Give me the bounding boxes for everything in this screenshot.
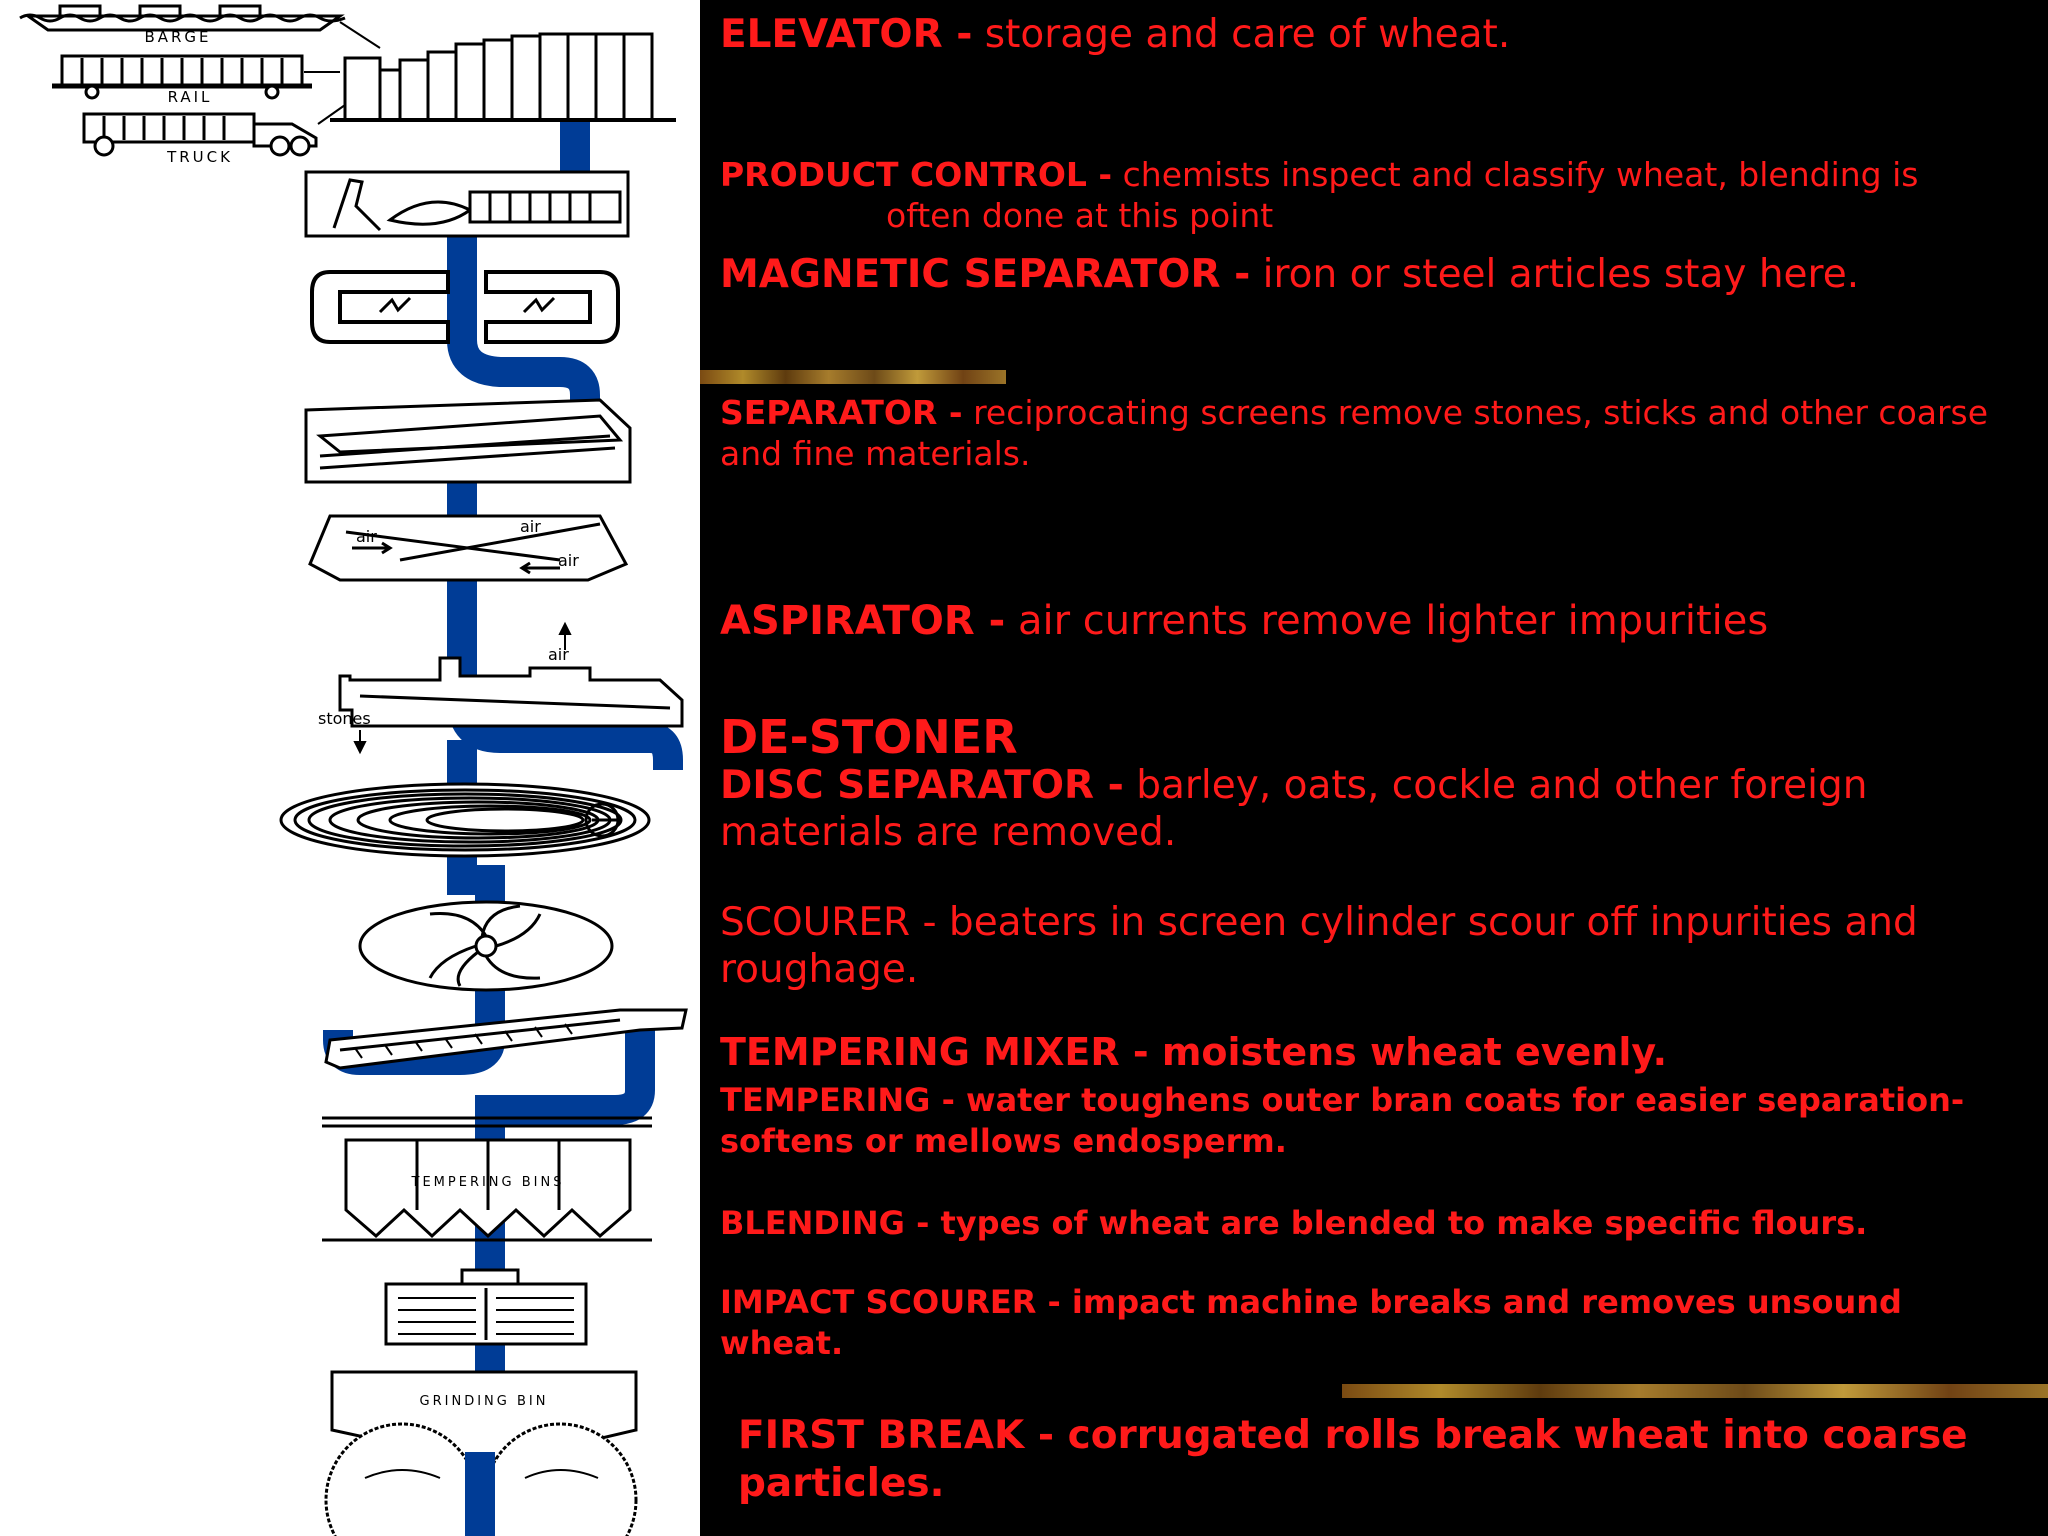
air-up-arrow-icon <box>558 621 572 650</box>
flow-pipe-bottom <box>465 1452 495 1536</box>
tempering-bins-label: TEMPERING BINS <box>411 1175 565 1190</box>
product-control-lab-icon <box>304 170 630 238</box>
decorative-bar-top <box>700 370 1006 384</box>
de-stoner-icon <box>338 656 684 728</box>
step-elevator: ELEVATOR - storage and care of wheat. <box>720 12 1511 57</box>
step-scourer: SCOURER - beaters in screen cylinder sco… <box>720 900 1918 992</box>
step-separator: SEPARATOR - reciprocating screens remove… <box>720 393 1989 473</box>
step-tempering: TEMPERING - water toughens outer bran co… <box>720 1081 1965 1160</box>
step-blending: BLENDING - types of wheat are blended to… <box>720 1204 1868 1242</box>
step-aspirator: ASPIRATOR - air currents remove lighter … <box>720 598 1769 644</box>
impact-scourer-icon <box>384 1268 588 1346</box>
stones-down-arrow-icon <box>353 730 367 755</box>
disc-separator-icon <box>279 782 651 858</box>
tempering-mixer-icon <box>324 1008 688 1070</box>
air-label-4: air <box>548 645 569 664</box>
separator-screens-icon <box>304 398 632 484</box>
truck-icon <box>82 112 318 157</box>
process-flow-diagram: BARGE RAIL TRUCK <box>0 0 700 1536</box>
roll-arc-left <box>364 1469 441 1479</box>
stones-label: stones <box>318 709 371 728</box>
barge-label: BARGE <box>144 28 211 46</box>
truck-label: TRUCK <box>166 148 233 166</box>
scourer-fan-icon <box>358 900 614 992</box>
step-disc-separator: DISC SEPARATOR - barley, oats, cockle an… <box>720 763 1868 855</box>
grinding-bin-label: GRINDING BIN <box>420 1394 549 1409</box>
barge-icon <box>19 4 346 32</box>
tempering-bins-icon <box>322 1116 652 1242</box>
elevator-silos-icon <box>330 32 676 122</box>
step-de-stoner: DE-STONER <box>720 710 1018 764</box>
step-impact-scourer: IMPACT SCOURER - impact machine breaks a… <box>720 1283 1902 1362</box>
step-product-control: PRODUCT CONTROL - chemists inspect and c… <box>720 155 1919 235</box>
rail-label: RAIL <box>168 88 213 106</box>
step-magnetic-separator: MAGNETIC SEPARATOR - iron or steel artic… <box>720 252 1860 297</box>
step-tempering-mixer: TEMPERING MIXER - moistens wheat evenly. <box>720 1030 1668 1074</box>
decorative-bar-bottom <box>1342 1384 2048 1398</box>
aspirator-icon <box>308 514 629 582</box>
air-label-3: air <box>558 551 579 570</box>
rail-car-icon <box>52 54 312 100</box>
air-label-1: air <box>356 527 377 546</box>
air-label-2: air <box>520 517 541 536</box>
step-first-break: FIRST BREAK - corrugated rolls break whe… <box>738 1413 1968 1506</box>
magnetic-separator-icon <box>310 270 620 344</box>
flow-diagram-svg: BARGE RAIL TRUCK <box>19 4 688 1536</box>
roll-arc-right <box>524 1469 599 1479</box>
delivery-arrows <box>304 21 381 125</box>
first-break-rolls-icon <box>324 1422 638 1536</box>
